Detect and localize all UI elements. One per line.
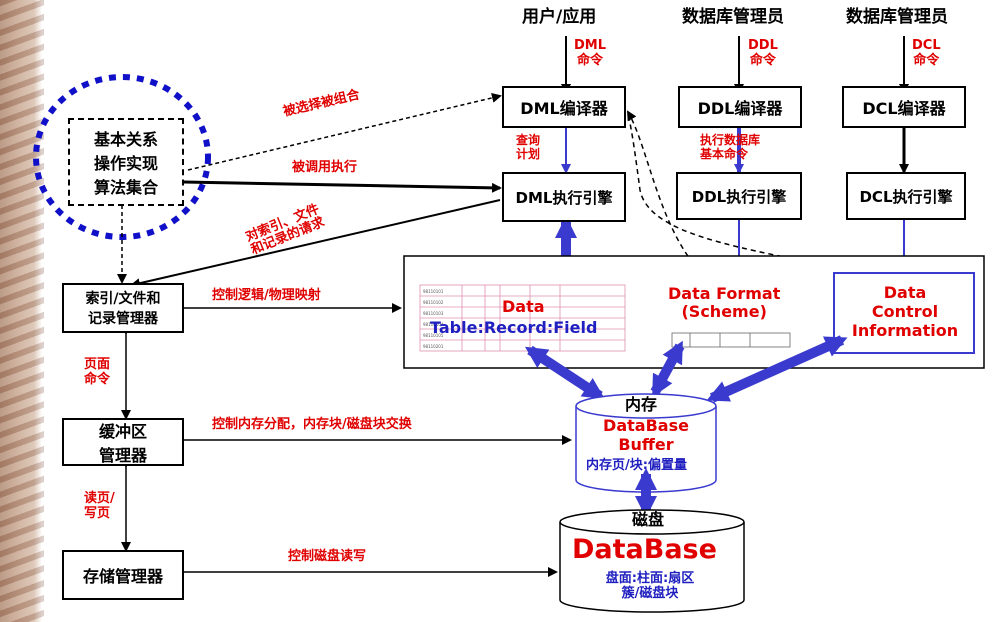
format-to-buffer-arrow: [650, 340, 685, 398]
memory-title: 内存: [625, 395, 658, 414]
data-subtitle: Table:Record:Field: [430, 318, 598, 337]
ddl-engine-box: DDL执行引擎: [676, 172, 802, 220]
storage-manager-box: 存储管理器: [62, 550, 184, 600]
data-to-buffer-arrow: [524, 345, 606, 401]
memory-cylinder: [575, 393, 717, 493]
buffer-manager-box: 缓冲区管理器: [62, 418, 184, 466]
data-format-label: Data Format(Scheme): [668, 284, 781, 322]
control-to-buffer-arrow: [706, 335, 848, 403]
page-command-label: 页面命令: [84, 357, 111, 387]
dml-engine-box: DML执行引擎: [502, 172, 626, 222]
data-title: Data: [502, 297, 545, 316]
query-plan-label: 查询计划: [516, 133, 541, 161]
actor-dba-ddl: 数据库管理员: [682, 7, 784, 27]
data-table-dummy-text: 98110101 98110102 98110103 98110104 9811010…: [423, 289, 444, 349]
svg-text:98110103: 98110103: [423, 311, 444, 316]
called-executed-arrow: [183, 180, 502, 193]
disk-name: DataBase: [572, 534, 717, 565]
format-to-compiler-dashed: [626, 110, 713, 284]
disk-subtitle: 盘面:柱面:扇区簇/磁盘块: [605, 571, 695, 601]
actor-user-app: 用户/应用: [522, 7, 597, 27]
svg-text:98110101: 98110101: [423, 289, 444, 294]
read-write-page-label: 读页/写页: [84, 491, 115, 521]
disk-rw-label: 控制磁盘读写: [288, 549, 367, 564]
dml-compiler-box: DML编译器: [502, 86, 626, 128]
svg-text:98110104: 98110104: [423, 322, 444, 327]
svg-text:98110102: 98110102: [423, 300, 444, 305]
request-arrow: [130, 199, 501, 289]
control-info-box: [833, 272, 975, 354]
index-file-record-manager-box: 索引/文件和记录管理器: [62, 283, 184, 333]
mem-alloc-label: 控制内存分配，内存块/磁盘块交换: [212, 417, 412, 432]
ddl-compiler-box: DDL编译器: [678, 86, 802, 128]
svg-text:98110201: 98110201: [423, 344, 444, 349]
selected-combined-arrow: [187, 92, 502, 171]
disk-cylinder: [559, 509, 745, 613]
control-to-compiler-dashed: [627, 113, 889, 279]
memory-subtitle: 内存页/块:偏置量: [586, 458, 687, 473]
actor-dba-dcl: 数据库管理员: [846, 7, 948, 27]
dcl-engine-box: DCL执行引擎: [846, 172, 966, 220]
ddl-exec-label: 执行数据库基本命令: [700, 133, 761, 161]
dcl-compiler-box: DCL编译器: [842, 86, 966, 128]
algorithm-set-box: 基本关系操作实现算法集合: [68, 118, 184, 206]
data-table-thumbnail: [419, 284, 626, 352]
called-executed-label: 被调用执行: [292, 160, 358, 175]
logic-physical-label: 控制逻辑/物理映射: [212, 288, 321, 303]
disk-title: 磁盘: [632, 510, 665, 529]
svg-text:98110105: 98110105: [423, 333, 444, 338]
